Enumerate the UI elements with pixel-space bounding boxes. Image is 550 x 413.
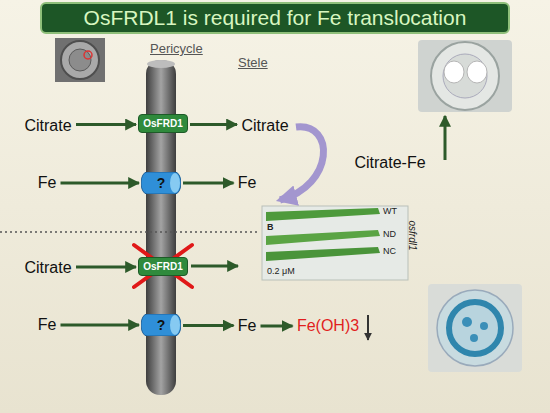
substance-label: Citrate — [22, 116, 74, 136]
tube-top — [147, 60, 175, 68]
substance-label: Fe — [36, 315, 59, 335]
flow-arrow — [61, 324, 140, 327]
genotype-label: NC — [383, 246, 396, 256]
node-text: ? — [157, 317, 166, 333]
flow-arrow — [76, 266, 136, 269]
flow-arrow — [61, 182, 140, 185]
transporter-box: OsFRD1 — [138, 257, 188, 276]
node-text: Citrate — [24, 259, 71, 277]
title-text: OsFRDL1 is required for Fe translocation — [84, 6, 467, 30]
node-text: Citrate — [24, 117, 71, 135]
translocation-arrow — [444, 116, 447, 160]
node-text: Citrate-Fe — [354, 154, 425, 172]
knockout-cross — [134, 245, 192, 287]
substance-label: Citrate — [239, 116, 291, 136]
substance-label: Fe — [236, 173, 259, 193]
precipitate-label: Fe(OH)3 — [295, 316, 362, 336]
stained-section-image — [428, 284, 522, 372]
substance-label: Citrate — [22, 258, 74, 278]
channel-cylinder: ? — [141, 172, 181, 194]
node-text: Citrate — [241, 117, 288, 135]
flow-arrow — [76, 123, 136, 126]
flow-arrow — [183, 182, 234, 185]
mutant-label: osfrdl1 — [407, 220, 418, 250]
precipitate-arrow — [367, 315, 369, 340]
genotype-label: WT — [383, 206, 397, 216]
flow-arrow — [261, 325, 293, 328]
blocked-arrow — [191, 265, 238, 268]
node-text: Fe — [238, 317, 257, 335]
stele-section-image — [418, 40, 512, 112]
membrane-tube — [146, 60, 176, 395]
complex-label: Citrate-Fe — [352, 153, 428, 173]
node-text: OsFRD1 — [143, 261, 182, 272]
combine-arrow — [280, 127, 324, 200]
channel-cylinder: ? — [141, 314, 181, 336]
node-text: Fe — [38, 316, 57, 334]
transporter-box: OsFRD1 — [138, 114, 188, 133]
flow-arrow — [190, 123, 237, 126]
title-banner: OsFRDL1 is required for Fe translocation — [40, 2, 510, 34]
root-section-image — [55, 38, 105, 82]
panel-letter: B — [267, 222, 274, 232]
node-text: Fe(OH)3 — [297, 317, 359, 335]
substance-label: Fe — [36, 173, 59, 193]
region-label: Pericycle — [150, 41, 203, 56]
node-text: ? — [157, 175, 166, 191]
region-label: Stele — [238, 55, 268, 70]
node-text: Fe — [238, 174, 257, 192]
divider-line — [0, 231, 258, 233]
genotype-label: ND — [383, 229, 396, 239]
concentration-label: 0.2 μM — [267, 266, 295, 276]
node-text: OsFRD1 — [143, 118, 182, 129]
node-text: Fe — [38, 174, 57, 192]
flow-arrow — [183, 324, 234, 327]
substance-label: Fe — [236, 316, 259, 336]
leaf-image — [262, 206, 408, 280]
